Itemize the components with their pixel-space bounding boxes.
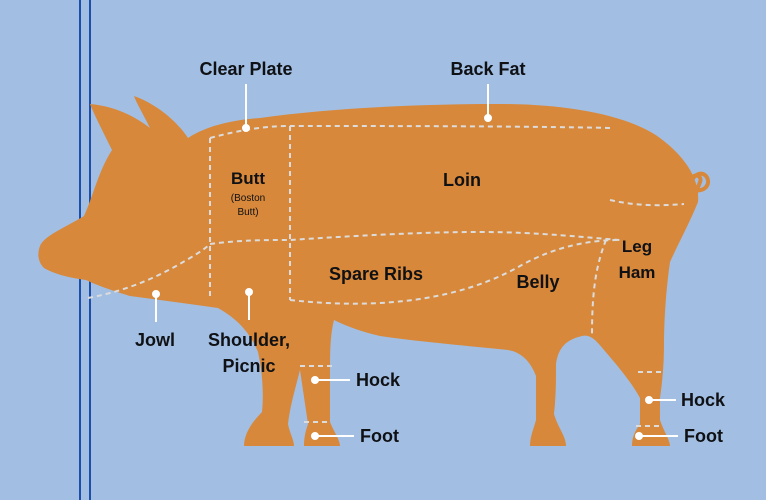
cut-line-leg bbox=[609, 199, 685, 207]
leader-lines bbox=[152, 84, 678, 440]
cut-line-mid bbox=[209, 230, 621, 245]
cut-label-belly: Belly bbox=[516, 272, 559, 292]
cut-label-spare-ribs: Spare Ribs bbox=[329, 264, 423, 284]
cut-line-leg-front bbox=[591, 239, 607, 337]
cut-line-jowl bbox=[87, 243, 211, 299]
leader-dot-hock-front bbox=[311, 376, 319, 384]
cut-label-butt-sub-1: (Boston bbox=[231, 193, 265, 204]
callout-jowl: Jowl bbox=[135, 330, 175, 350]
cut-label-butt: Butt bbox=[231, 169, 265, 188]
pig-body bbox=[38, 96, 699, 446]
pig-silhouette bbox=[38, 96, 711, 446]
callout-hock-front: Hock bbox=[356, 370, 401, 390]
callout-shoulder-2: Picnic bbox=[222, 356, 275, 376]
leader-dot-jowl bbox=[152, 290, 160, 298]
leader-dot-shoulder bbox=[245, 288, 253, 296]
leader-dot-back-fat bbox=[484, 114, 492, 122]
callout-hock-rear: Hock bbox=[681, 390, 726, 410]
cut-label-butt-sub-2: Butt) bbox=[237, 207, 258, 218]
callout-clear-plate: Clear Plate bbox=[199, 59, 292, 79]
leader-dot-hock-rear bbox=[645, 396, 653, 404]
cut-line-belly bbox=[289, 239, 621, 305]
leader-dot-foot-rear bbox=[635, 432, 643, 440]
pig-tail bbox=[687, 171, 711, 204]
cut-label-leg-ham-2: Ham bbox=[619, 263, 656, 282]
leader-dot-clear-plate bbox=[242, 124, 250, 132]
callout-foot-rear: Foot bbox=[684, 426, 723, 446]
leader-dot-foot-front bbox=[311, 432, 319, 440]
callout-foot-front: Foot bbox=[360, 426, 399, 446]
callout-back-fat: Back Fat bbox=[450, 59, 525, 79]
cut-label-loin: Loin bbox=[443, 170, 481, 190]
cut-label-leg-ham-1: Leg bbox=[622, 237, 652, 256]
callout-shoulder-1: Shoulder, bbox=[208, 330, 290, 350]
